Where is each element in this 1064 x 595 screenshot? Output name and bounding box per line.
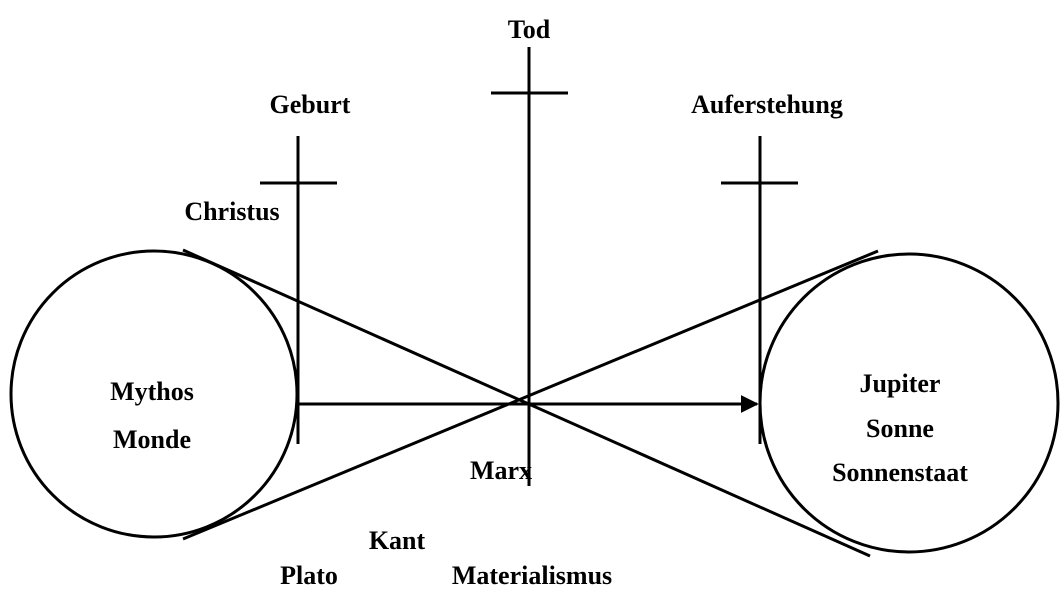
label-sonne: Sonne	[866, 414, 934, 443]
label-mythos: Mythos	[110, 377, 194, 406]
label-christus: Christus	[184, 197, 279, 226]
label-materialismus: Materialismus	[452, 561, 612, 590]
label-tod: Tod	[508, 15, 551, 44]
label-marx: Marx	[470, 456, 532, 485]
label-monde: Monde	[113, 425, 191, 454]
label-jupiter: Jupiter	[860, 369, 941, 398]
label-plato: Plato	[280, 561, 338, 590]
label-geburt: Geburt	[270, 90, 351, 119]
right-circle	[758, 252, 1060, 554]
label-sonnenstaat: Sonnenstaat	[832, 458, 968, 487]
label-auferstehung: Auferstehung	[691, 90, 843, 119]
label-kant: Kant	[369, 526, 426, 555]
